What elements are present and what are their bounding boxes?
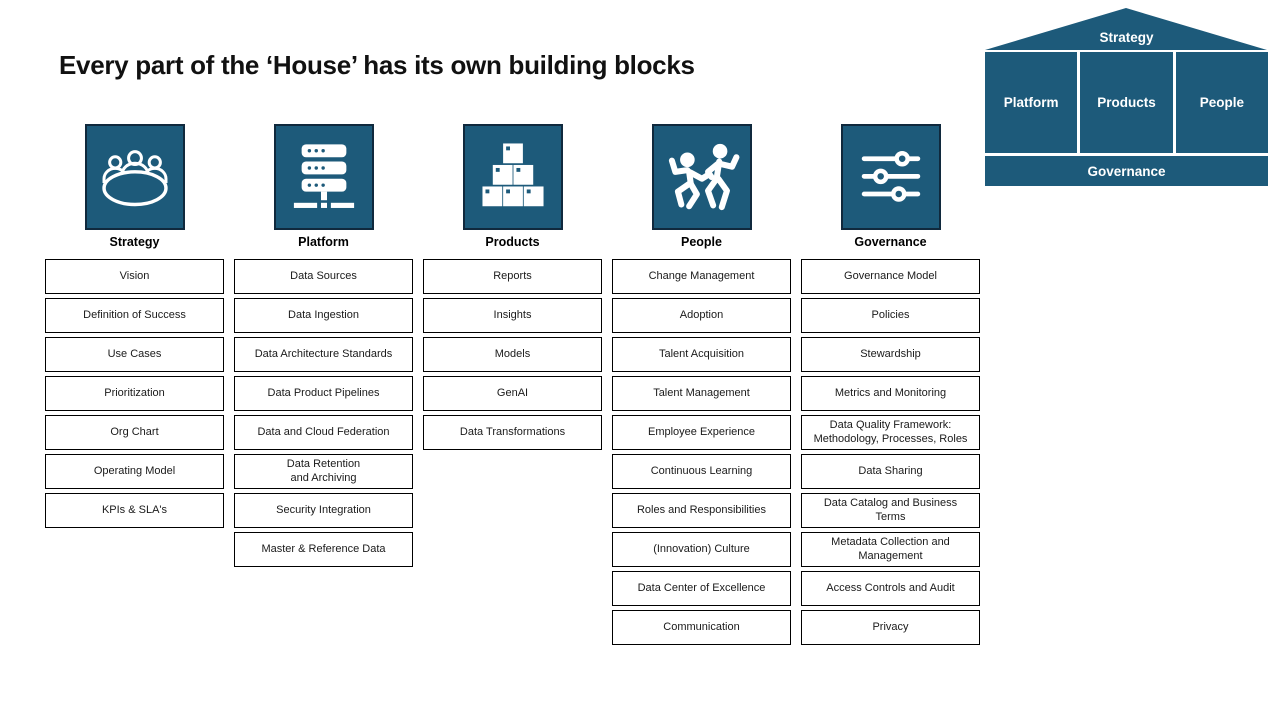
house-roof-shape xyxy=(985,8,1267,50)
block-item: Privacy xyxy=(801,610,980,645)
block-item: KPIs & SLA's xyxy=(45,493,224,528)
products-icon-tile xyxy=(462,124,563,230)
block-item: Models xyxy=(423,337,602,372)
block-item: Stewardship xyxy=(801,337,980,372)
block-item: Governance Model xyxy=(801,259,980,294)
block-item: Access Controls and Audit xyxy=(801,571,980,606)
block-item: Operating Model xyxy=(45,454,224,489)
block-item: Adoption xyxy=(612,298,791,333)
platform-icon-tile xyxy=(273,124,374,230)
block-item: (Innovation) Culture xyxy=(612,532,791,567)
block-item: Data Sharing xyxy=(801,454,980,489)
column-label: Strategy xyxy=(109,235,160,249)
block-item: GenAI xyxy=(423,376,602,411)
block-item: Data Ingestion xyxy=(234,298,413,333)
block-item: Definition of Success xyxy=(45,298,224,333)
column-label: Platform xyxy=(298,235,349,249)
block-item: Talent Acquisition xyxy=(612,337,791,372)
strategy-icon-tile xyxy=(84,124,185,230)
house-pillar-platform: Platform xyxy=(985,52,1078,153)
block-item: Vision xyxy=(45,259,224,294)
block-item: Data Product Pipelines xyxy=(234,376,413,411)
block-item: Data Architecture Standards xyxy=(234,337,413,372)
dancing-people-icon xyxy=(668,143,739,211)
block-item: Data and Cloud Federation xyxy=(234,415,413,450)
column-label: People xyxy=(681,235,722,249)
stacked-boxes-icon xyxy=(481,143,544,207)
server-stack-icon xyxy=(293,144,354,208)
column-label: Governance xyxy=(854,235,927,249)
meeting-table-icon xyxy=(101,150,168,207)
house-pillar-people: People xyxy=(1175,52,1268,153)
block-item: Metadata Collection and Management xyxy=(801,532,980,567)
block-item: Policies xyxy=(801,298,980,333)
block-item: Data Catalog and Business Terms xyxy=(801,493,980,528)
governance-icon-tile xyxy=(840,124,941,230)
block-item: Change Management xyxy=(612,259,791,294)
block-item: Org Chart xyxy=(45,415,224,450)
house-diagram: Strategy Platform Products People Govern… xyxy=(985,8,1268,186)
block-item: Metrics and Monitoring xyxy=(801,376,980,411)
block-item: Talent Management xyxy=(612,376,791,411)
house-pillar-products: Products xyxy=(1080,52,1173,153)
block-item: Data Retention and Archiving xyxy=(234,454,413,489)
block-item: Employee Experience xyxy=(612,415,791,450)
block-item: Prioritization xyxy=(45,376,224,411)
house-roof: Strategy xyxy=(985,8,1268,50)
block-item: Security Integration xyxy=(234,493,413,528)
block-item: Insights xyxy=(423,298,602,333)
sliders-icon xyxy=(861,150,920,202)
block-item: Data Center of Excellence xyxy=(612,571,791,606)
page-title: Every part of the ‘House’ has its own bu… xyxy=(59,50,695,80)
block-item: Master & Reference Data xyxy=(234,532,413,567)
block-item: Data Quality Framework: Methodology, Pro… xyxy=(801,415,980,450)
house-roof-label: Strategy xyxy=(1099,30,1154,45)
block-item: Use Cases xyxy=(45,337,224,372)
block-item: Reports xyxy=(423,259,602,294)
block-item: Data Transformations xyxy=(423,415,602,450)
block-item: Continuous Learning xyxy=(612,454,791,489)
house-pillars: Platform Products People xyxy=(985,52,1268,153)
block-item: Roles and Responsibilities xyxy=(612,493,791,528)
house-foundation: Governance xyxy=(985,156,1268,186)
people-icon-tile xyxy=(651,124,752,230)
column-label: Products xyxy=(485,235,540,249)
block-item: Data Sources xyxy=(234,259,413,294)
block-item: Communication xyxy=(612,610,791,645)
